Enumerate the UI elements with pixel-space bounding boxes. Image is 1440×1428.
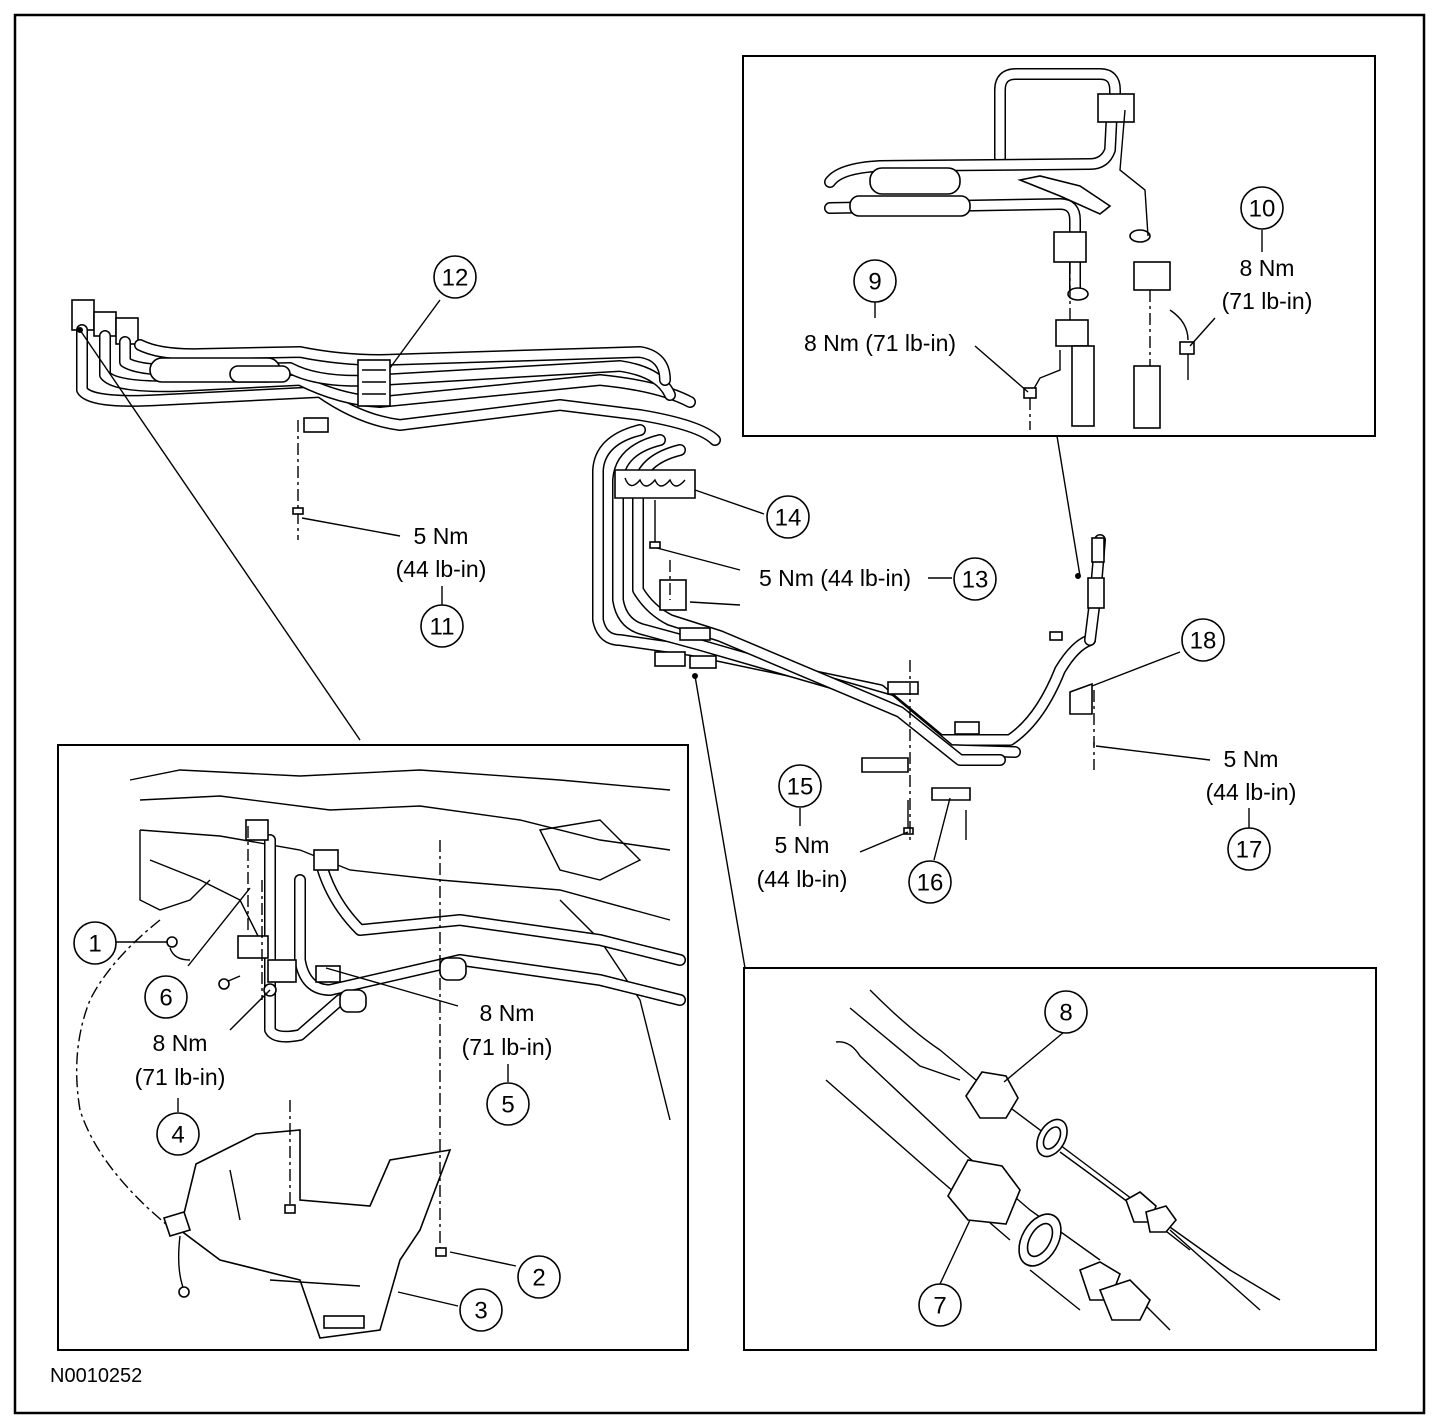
callout-5: 5 — [486, 1082, 530, 1126]
callout-number: 4 — [171, 1122, 184, 1149]
torque-spec-17-line1: 5 Nm — [1224, 746, 1279, 772]
callout-circle — [144, 975, 188, 1019]
callout-number: 2 — [532, 1265, 545, 1292]
detail-inset-upper — [742, 55, 1376, 437]
callout-16: 16 — [908, 860, 952, 904]
callout-18: 18 — [1181, 618, 1225, 662]
callout-circle — [918, 1283, 962, 1327]
torque-spec-13: 5 Nm (44 lb-in) — [759, 565, 911, 591]
figure-code: N0010252 — [50, 1365, 142, 1387]
callout-17: 17 — [1227, 827, 1271, 871]
callout-15: 15 — [778, 764, 822, 808]
callout-circle — [1227, 827, 1271, 871]
callout-2: 2 — [517, 1255, 561, 1299]
callout-14: 14 — [766, 495, 810, 539]
torque-spec-11-line1: 5 Nm — [414, 523, 469, 549]
callout-9: 9 — [853, 259, 897, 303]
callout-1: 1 — [73, 921, 117, 965]
callout-number: 14 — [775, 505, 802, 532]
torque-spec-5-line1: 8 Nm — [480, 1000, 535, 1026]
callout-circle — [420, 604, 464, 648]
callout-circle — [1181, 618, 1225, 662]
torque-spec-4-line2: (71 lb-in) — [135, 1064, 226, 1090]
callout-number: 12 — [442, 265, 469, 292]
detail-inset-lower-left — [57, 744, 689, 1351]
leader-to-inset-lower-left — [79, 329, 361, 741]
callout-number: 8 — [1059, 1000, 1072, 1027]
callout-circle — [766, 495, 810, 539]
callout-circle — [73, 921, 117, 965]
callout-number: 6 — [159, 985, 172, 1012]
callout-circle — [1240, 186, 1284, 230]
torque-spec-10-line1: 8 Nm — [1240, 255, 1295, 281]
callout-number: 15 — [787, 774, 814, 801]
callout-circle — [1044, 990, 1088, 1034]
callout-6: 6 — [144, 975, 188, 1019]
callout-circle — [853, 259, 897, 303]
callout-circle — [486, 1082, 530, 1126]
callout-number: 17 — [1236, 837, 1263, 864]
callout-3: 3 — [459, 1288, 503, 1332]
torque-spec-15-line2: (44 lb-in) — [757, 866, 848, 892]
leader-to-inset-lower-right — [694, 675, 746, 969]
callout-number: 11 — [430, 614, 455, 641]
callout-circle — [778, 764, 822, 808]
callout-number: 7 — [933, 1293, 946, 1320]
torque-spec-11-line2: (44 lb-in) — [396, 556, 487, 582]
torque-spec-9: 8 Nm (71 lb-in) — [804, 330, 956, 356]
torque-spec-17-line2: (44 lb-in) — [1206, 779, 1297, 805]
callout-number: 18 — [1190, 628, 1217, 655]
torque-spec-10-line2: (71 lb-in) — [1222, 288, 1313, 314]
callout-number: 1 — [88, 931, 101, 958]
main-pipe-assembly — [71, 299, 1106, 840]
callout-circle — [953, 557, 997, 601]
torque-spec-5-line2: (71 lb-in) — [462, 1034, 553, 1060]
callout-number: 9 — [868, 269, 881, 296]
callout-10: 10 — [1240, 186, 1284, 230]
callout-circle — [908, 860, 952, 904]
callout-number: 13 — [962, 567, 989, 594]
callout-number: 16 — [917, 870, 944, 897]
leader-to-inset-upper — [1056, 435, 1081, 577]
torque-spec-15-line1: 5 Nm — [775, 832, 830, 858]
callout-circle — [517, 1255, 561, 1299]
callout-7: 7 — [918, 1283, 962, 1327]
callout-number: 10 — [1249, 196, 1276, 223]
torque-spec-4-line1: 8 Nm — [153, 1030, 208, 1056]
callout-4: 4 — [156, 1112, 200, 1156]
callout-12: 12 — [433, 255, 477, 299]
callout-8: 8 — [1044, 990, 1088, 1034]
callout-number: 3 — [474, 1298, 487, 1325]
callout-number: 5 — [501, 1092, 514, 1119]
callout-circle — [459, 1288, 503, 1332]
callout-13: 13 — [953, 557, 997, 601]
callout-11: 11 — [420, 604, 464, 648]
callout-circle — [433, 255, 477, 299]
callout-circle — [156, 1112, 200, 1156]
